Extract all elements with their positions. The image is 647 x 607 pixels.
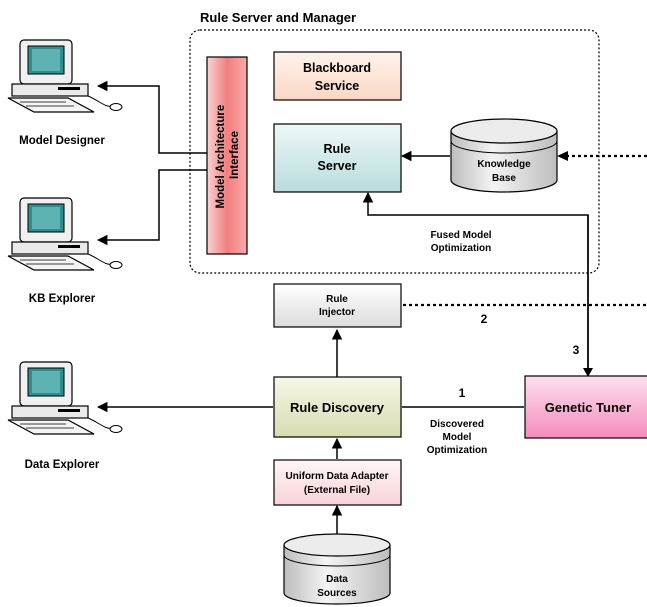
rule-discovery-box bbox=[273, 376, 402, 438]
blackboard-service-label-2: Service bbox=[315, 79, 360, 93]
discovered-model-label-2: Model bbox=[443, 432, 472, 443]
data-explorer-label: Data Explorer bbox=[25, 459, 100, 471]
knowledge-base-label-2: Base bbox=[492, 173, 516, 184]
rule-server-label-1: Rule bbox=[323, 142, 350, 156]
knowledge-base-cylinder bbox=[450, 118, 558, 193]
step-1-label: 1 bbox=[459, 386, 466, 400]
discovered-model-label-3: Optimization bbox=[427, 445, 488, 456]
data-sources-label-1: Data bbox=[326, 574, 348, 585]
discovered-model-label-1: Discovered bbox=[430, 419, 484, 430]
rule-server-box bbox=[273, 123, 402, 193]
fused-model-label-1: Fused Model bbox=[430, 230, 491, 241]
group-title: Rule Server and Manager bbox=[200, 10, 356, 25]
fused-model-label-2: Optimization bbox=[431, 243, 492, 254]
genetic-tuner-label: Genetic Tuner bbox=[545, 400, 631, 415]
kb-explorer-computer-icon bbox=[7, 197, 123, 271]
genetic-tuner-box bbox=[524, 375, 647, 439]
adapter-label-2: (External File) bbox=[304, 485, 370, 496]
knowledge-base-label-1: Knowledge bbox=[477, 159, 531, 170]
step-2-label: 2 bbox=[481, 312, 488, 326]
uniform-data-adapter-box bbox=[273, 459, 402, 506]
model-architecture-interface-box bbox=[206, 56, 248, 255]
rule-server-manager-group bbox=[189, 29, 600, 274]
model-architecture-interface-label: Model Architecture Interface bbox=[215, 102, 241, 209]
adapter-label-1: Uniform Data Adapter bbox=[286, 471, 389, 482]
connections bbox=[96, 80, 589, 538]
data-explorer-computer-icon bbox=[7, 361, 123, 435]
rule-injector-label-2: Injector bbox=[319, 307, 355, 318]
kb-dotted-arrowhead bbox=[557, 151, 568, 161]
tuner-arrowhead bbox=[583, 368, 593, 377]
rule-injector-label-1: Rule bbox=[326, 294, 348, 305]
data-sources-label-2: Sources bbox=[317, 588, 357, 599]
rule-discovery-label: Rule Discovery bbox=[290, 400, 385, 415]
rule-server-label-2: Server bbox=[318, 159, 357, 173]
model-designer-label: Model Designer bbox=[19, 135, 105, 147]
kb-explorer-label: KB Explorer bbox=[29, 293, 96, 305]
blackboard-service-box bbox=[273, 51, 402, 101]
rule-injector-box bbox=[273, 283, 402, 328]
step-3-label: 3 bbox=[573, 343, 580, 357]
blackboard-service-label-1: Blackboard bbox=[303, 61, 371, 75]
data-sources-cylinder bbox=[283, 533, 391, 605]
model-designer-computer-icon bbox=[7, 39, 123, 113]
external-dotted-links bbox=[403, 154, 647, 307]
